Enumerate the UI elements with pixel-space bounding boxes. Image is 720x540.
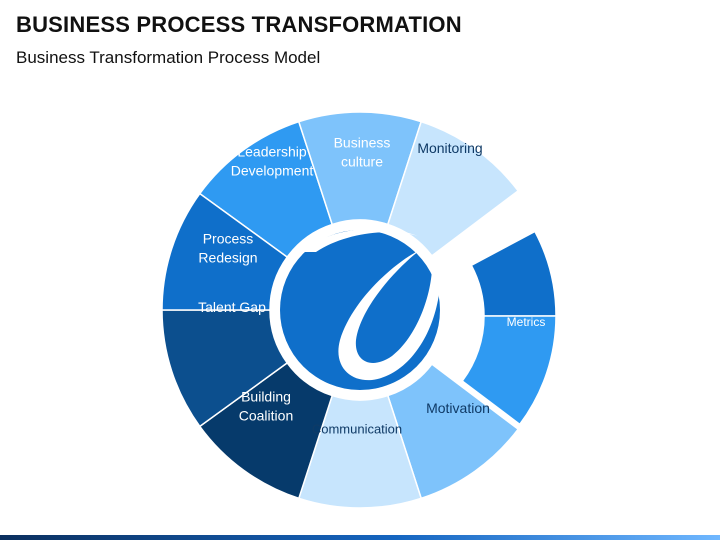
footer-gradient-bar [0, 535, 720, 540]
segment-label-metrics: Metrics [507, 315, 546, 329]
segment-label-line: Talent Gap [198, 299, 266, 315]
segment-metrics [461, 315, 557, 426]
page-title: BUSINESS PROCESS TRANSFORMATION [16, 12, 462, 37]
segment-label-line: culture [341, 153, 383, 169]
segment-label-line: Leadership [237, 143, 306, 159]
segment-label-line: Orientation [495, 215, 544, 226]
segment-label-communication: Communication [312, 422, 402, 437]
segment-label-line: Communication [312, 422, 402, 437]
segment-label-orientation: Orientation [495, 215, 544, 226]
center-arc-icon [300, 228, 418, 252]
segment-label-talent: Talent Gap [198, 299, 266, 315]
page-subtitle: Business Transformation Process Model [16, 48, 321, 67]
segment-label-line: Coalition [239, 407, 293, 423]
segment-label-motivation: Motivation [426, 400, 490, 416]
segment-label-culture: Business culture [334, 134, 391, 169]
segment-label-line: Redesign [198, 249, 257, 265]
segment-orientation [470, 230, 557, 317]
segment-label-monitoring: Monitoring [417, 140, 482, 156]
segment-label-line: Business [334, 134, 391, 150]
segment-redesign [161, 192, 289, 311]
segment-label-line: Monitoring [417, 140, 482, 156]
segment-label-line: Metrics [507, 315, 546, 329]
segment-label-line: Building [241, 388, 291, 404]
segment-monitoring [386, 120, 520, 257]
segment-label-line: Process [203, 230, 254, 246]
segment-label-line: Development [231, 162, 314, 178]
segment-label-line: Motivation [426, 400, 490, 416]
center-logo [272, 222, 448, 398]
center-swoosh-icon [338, 250, 440, 381]
